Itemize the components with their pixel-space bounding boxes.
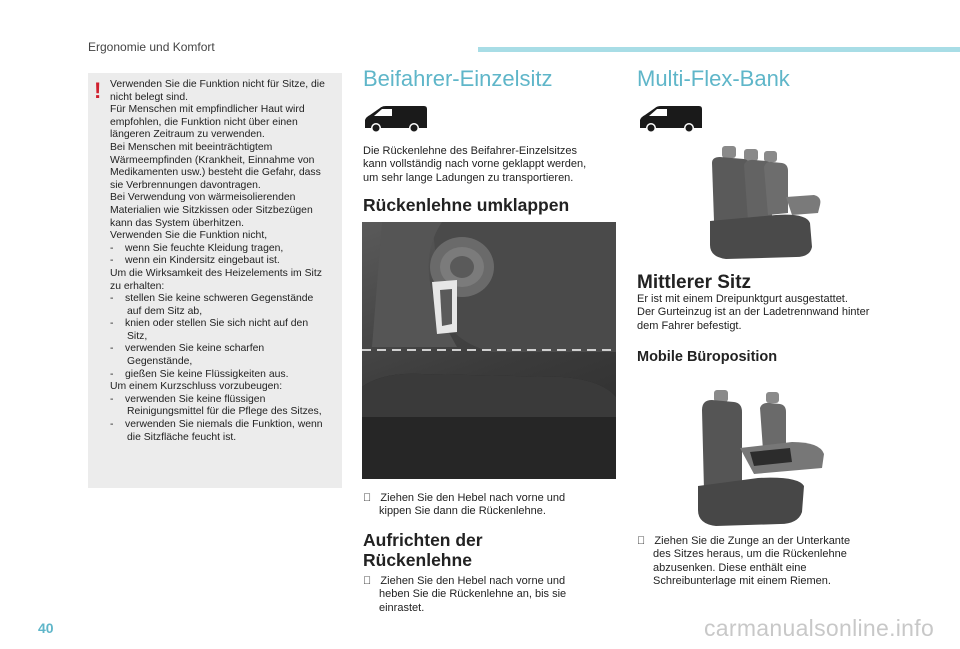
van-icon <box>365 106 427 133</box>
text-line: Gegenstände, <box>127 356 193 368</box>
text-line: Reinigungsmittel für die Pflege des Sitz… <box>127 406 322 418</box>
text-line: kann vollständig nach vorne geklappt wer… <box>363 158 587 171</box>
text-line: Verwenden Sie die Funktion nicht, <box>110 230 268 242</box>
text-line: - verwenden Sie niemals die Funktion, we… <box>110 419 323 431</box>
text-line: - stellen Sie keine schweren Gegenstände <box>110 293 314 305</box>
bench-title: Multi-Flex-Bank <box>637 66 790 91</box>
text-line: Materialien wie Sitzkissen oder Sitzbezü… <box>110 204 313 216</box>
fold-backrest-heading: Rückenlehne umklappen <box>363 195 570 215</box>
text-line: empfohlen, die Funktion nicht über einen <box>110 116 298 128</box>
watermark: carmanualsonline.info <box>704 615 935 641</box>
text-line: Die Rückenlehne des Beifahrer-Einzelsitz… <box>363 145 577 157</box>
text-line: sie Verbrennungen davontragen. <box>110 179 261 191</box>
text-line: Um einem Kurzschluss vorzubeugen: <box>110 381 283 393</box>
van-icon <box>640 106 702 133</box>
office-instructions:  Ziehen Sie die Zunge an der Unterkante… <box>637 535 850 588</box>
text-line: auf dem Sitz ab, <box>127 305 203 317</box>
text-line: die Sitzfläche feucht ist. <box>127 431 237 443</box>
raise-heading-line1: Aufrichten der <box>363 530 483 550</box>
header-accent-bar <box>478 47 960 52</box>
text-line: - gießen Sie keine Flüssigkeiten aus. <box>110 368 289 380</box>
section-header: Ergonomie und Komfort <box>88 40 215 54</box>
text-line: - knien oder stellen Sie sich nicht auf … <box>110 318 309 330</box>
text-line: längeren Zeitraum zu verwenden. <box>110 129 265 141</box>
text-line:  Ziehen Sie den Hebel nach vorne und <box>363 492 565 504</box>
text-line: Sitz, <box>127 330 148 342</box>
raise-instructions:  Ziehen Sie den Hebel nach vorne undheb… <box>363 575 566 615</box>
raise-backrest-heading: Aufrichten der Rückenlehne <box>363 530 483 570</box>
warning-box <box>88 73 342 488</box>
text-line: kann das System überhitzen. <box>110 217 244 229</box>
text-line: heben Sie die Rückenlehne an, bis sie <box>379 588 567 601</box>
text-line: Bei Verwendung von wärmeisolierenden <box>110 192 296 204</box>
passenger-intro-text: Die Rückenlehne des Beifahrer-Einzelsitz… <box>363 145 586 185</box>
page-number: 40 <box>38 620 54 636</box>
text-line: dem Fahrer befestigt. <box>637 319 742 332</box>
middle-seat-heading: Mittlerer Sitz <box>637 272 752 293</box>
text-line: Bei Menschen mit beeinträchtigtem <box>110 141 273 153</box>
text-line: - wenn Sie feuchte Kleidung tragen, <box>110 242 284 254</box>
text-line: kippen Sie dann die Rückenlehne. <box>379 505 546 518</box>
text-line: nicht belegt sind. <box>110 91 188 103</box>
mobile-office-heading: Mobile Büroposition <box>637 349 778 365</box>
text-line: Um die Wirksamkeit des Heizelements im S… <box>110 267 322 279</box>
text-line: um sehr lange Ladungen zu transportieren… <box>363 171 574 184</box>
text-line: abzusenken. Diese enthält eine <box>653 561 807 574</box>
office-seat-illustration <box>694 382 840 528</box>
text-line: des Sitzes heraus, um die Rückenlehne <box>653 548 847 561</box>
text-line: Der Gurteinzug ist an der Ladetrennwand … <box>637 306 870 319</box>
text-line: Schreibunterlage mit einem Riemen. <box>653 574 831 587</box>
text-line: einrastet. <box>379 601 425 614</box>
text-line: Wärmeempfinden (Krankheit, Einnahme von <box>110 154 315 166</box>
text-line: Medikamenten usw.) besteht die Gefahr, d… <box>110 167 321 179</box>
warning-text: Verwenden Sie die Funktion nicht für Sit… <box>110 79 338 444</box>
text-line: Er ist mit einem Dreipunktgurt ausgestat… <box>637 293 848 305</box>
text-line:  Ziehen Sie den Hebel nach vorne und <box>363 575 565 587</box>
text-line: - wenn ein Kindersitz eingebaut ist. <box>110 255 280 267</box>
passenger-seat-title: Beifahrer-Einzelsitz <box>363 66 553 91</box>
text-line: Verwenden Sie die Funktion nicht für Sit… <box>110 79 325 90</box>
bench-seat-illustration <box>706 143 826 261</box>
middle-seat-text: Er ist mit einem Dreipunktgurt ausgestat… <box>637 293 869 333</box>
seat-fold-illustration <box>362 222 616 479</box>
raise-heading-line2: Rückenlehne <box>363 550 472 570</box>
text-line:  Ziehen Sie die Zunge an der Unterkante <box>637 535 850 547</box>
text-line: - verwenden Sie keine scharfen <box>110 343 265 355</box>
text-line: - verwenden Sie keine flüssigen <box>110 393 266 405</box>
text-line: zu erhalten: <box>110 280 165 292</box>
warning-icon: ! <box>94 78 102 103</box>
fold-instructions:  Ziehen Sie den Hebel nach vorne undkip… <box>363 492 565 519</box>
text-line: Für Menschen mit empfindlicher Haut wird <box>110 104 305 116</box>
